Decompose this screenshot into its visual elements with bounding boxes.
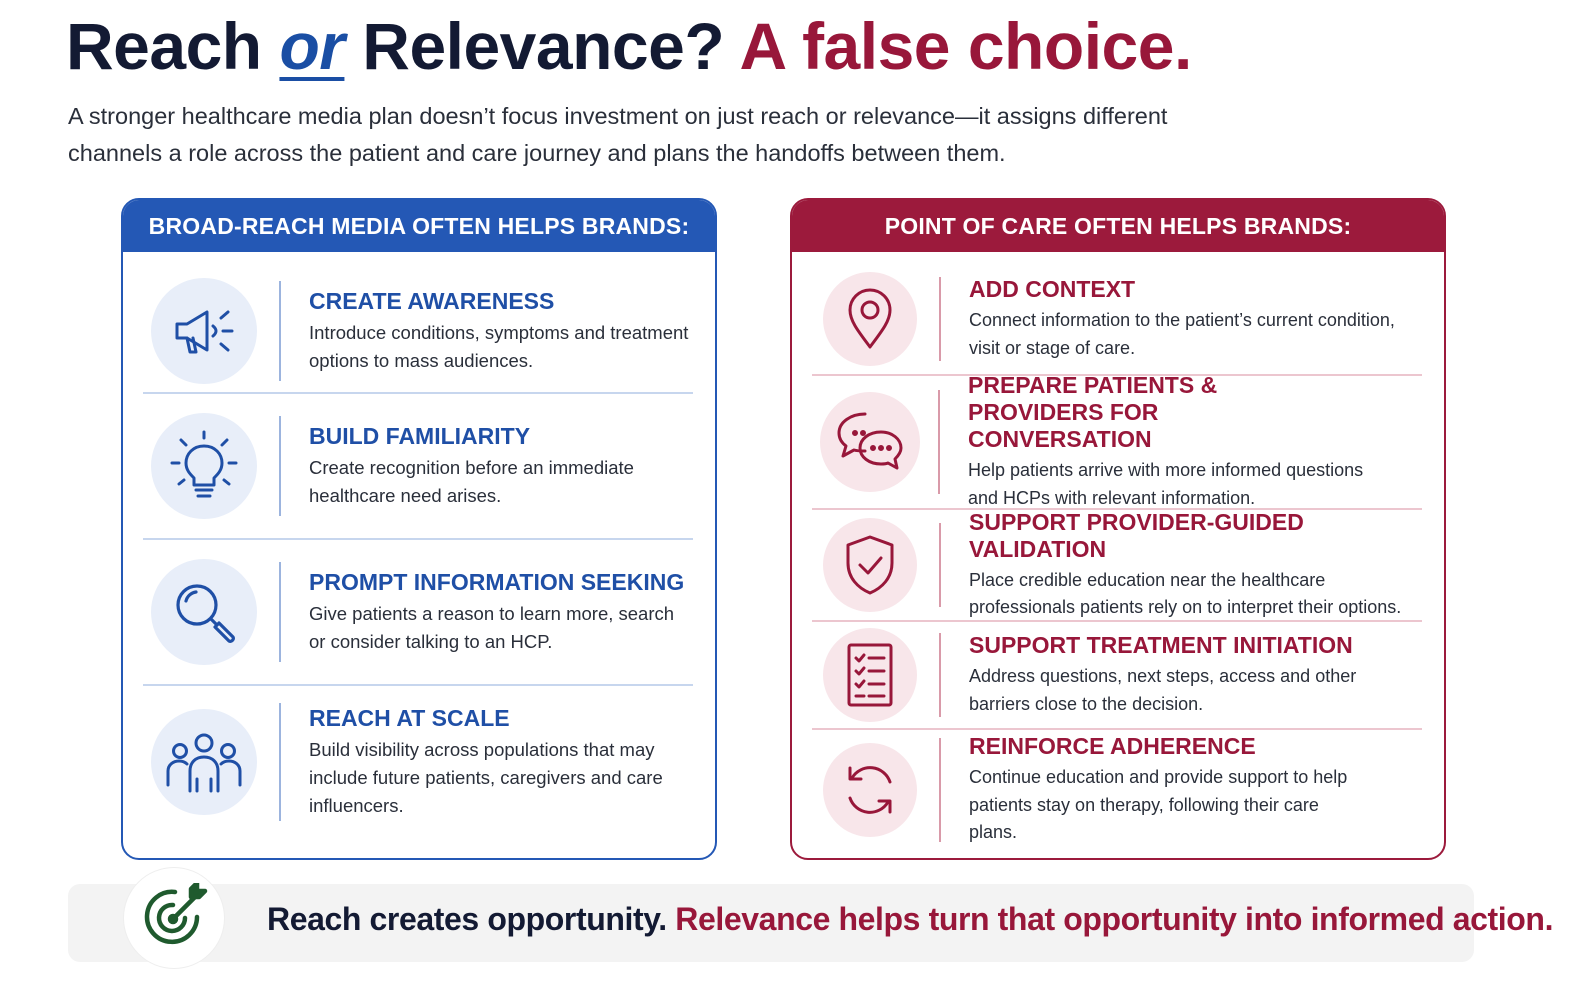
broad-reach-item: REACH AT SCALE Build visibility across p… xyxy=(143,686,693,838)
title-relevance: Relevance? xyxy=(344,9,740,83)
row-divider xyxy=(939,523,941,607)
megaphone-icon xyxy=(151,278,257,384)
item-title: SUPPORT TREATMENT INITIATION xyxy=(969,632,1353,658)
location-pin-icon xyxy=(823,272,917,366)
magnifier-icon xyxy=(151,559,257,665)
item-description: Address questions, next steps, access an… xyxy=(969,666,1357,714)
point-of-care-panel: POINT OF CARE OFTEN HELPS BRANDS: ADD CO… xyxy=(790,198,1446,860)
item-description: Connect information to the patient’s cur… xyxy=(969,310,1395,358)
footer-tagline-reach: Reach creates opportunity. xyxy=(267,901,667,937)
checklist-icon xyxy=(823,628,917,722)
broad-reach-item: CREATE AWARENESS Introduce conditions, s… xyxy=(143,270,693,394)
item-description: Give patients a reason to learn more, se… xyxy=(309,602,675,652)
item-title: PREPARE PATIENTS & PROVIDERS FOR CONVERS… xyxy=(968,372,1218,452)
refresh-cycle-icon xyxy=(823,743,917,837)
point-of-care-item: PREPARE PATIENTS & PROVIDERS FOR CONVERS… xyxy=(812,372,1422,510)
row-divider xyxy=(939,738,941,842)
point-of-care-item: SUPPORT PROVIDER-GUIDED VALIDATION Place… xyxy=(812,509,1422,622)
item-title: REINFORCE ADHERENCE xyxy=(969,733,1256,760)
row-divider xyxy=(939,633,941,717)
footer-banner xyxy=(68,884,1474,962)
footer-tagline-relevance: Relevance helps turn that opportunity in… xyxy=(675,901,1554,937)
point-of-care-item: ADD CONTEXT Connect information to the p… xyxy=(812,264,1422,376)
broad-reach-header: BROAD-REACH MEDIA OFTEN HELPS BRANDS: xyxy=(123,200,715,252)
broad-reach-item: BUILD FAMILIARITY Create recognition bef… xyxy=(143,394,693,540)
chat-bubbles-icon xyxy=(820,392,920,492)
target-arrow-icon xyxy=(124,868,224,968)
item-description: Place credible education near the health… xyxy=(969,569,1402,618)
footer-tagline: Reach creates opportunity. Relevance hel… xyxy=(267,901,1553,938)
item-description: Help patients arrive with more informed … xyxy=(968,460,1364,508)
item-description: Create recognition before an immediate h… xyxy=(309,456,634,506)
broad-reach-panel: BROAD-REACH MEDIA OFTEN HELPS BRANDS: CR… xyxy=(121,198,717,860)
title-false-choice: A false choice. xyxy=(739,9,1193,83)
people-icon xyxy=(151,709,257,815)
broad-reach-item: PROMPT INFORMATION SEEKING Give patients… xyxy=(143,540,693,686)
item-title: ADD CONTEXT xyxy=(969,276,1136,302)
item-description: Continue education and provide support t… xyxy=(969,767,1348,843)
page-title: Reach or Relevance? A false choice. xyxy=(66,6,1192,86)
point-of-care-header: POINT OF CARE OFTEN HELPS BRANDS: xyxy=(792,200,1444,252)
item-description: Build visibility across populations that… xyxy=(309,738,663,816)
row-divider xyxy=(279,562,281,662)
row-divider xyxy=(939,277,941,361)
point-of-care-item: REINFORCE ADHERENCE Continue education a… xyxy=(812,730,1422,850)
row-divider xyxy=(279,281,281,381)
row-divider xyxy=(938,390,940,494)
row-divider xyxy=(279,703,281,821)
title-or: or xyxy=(279,9,345,83)
point-of-care-item: SUPPORT TREATMENT INITIATION Address que… xyxy=(812,622,1422,730)
item-title: SUPPORT PROVIDER-GUIDED VALIDATION xyxy=(969,508,1304,562)
item-title: PROMPT INFORMATION SEEKING xyxy=(309,568,685,595)
item-title: BUILD FAMILIARITY xyxy=(309,422,531,449)
item-title: REACH AT SCALE xyxy=(309,704,510,731)
item-title: CREATE AWARENESS xyxy=(309,287,555,314)
intro-paragraph: A stronger healthcare media plan doesn’t… xyxy=(68,103,1168,166)
shield-check-icon xyxy=(823,518,917,612)
row-divider xyxy=(279,416,281,516)
title-reach: Reach xyxy=(66,9,280,83)
item-description: Introduce conditions, symptoms and treat… xyxy=(309,321,689,371)
lightbulb-icon xyxy=(151,413,257,519)
